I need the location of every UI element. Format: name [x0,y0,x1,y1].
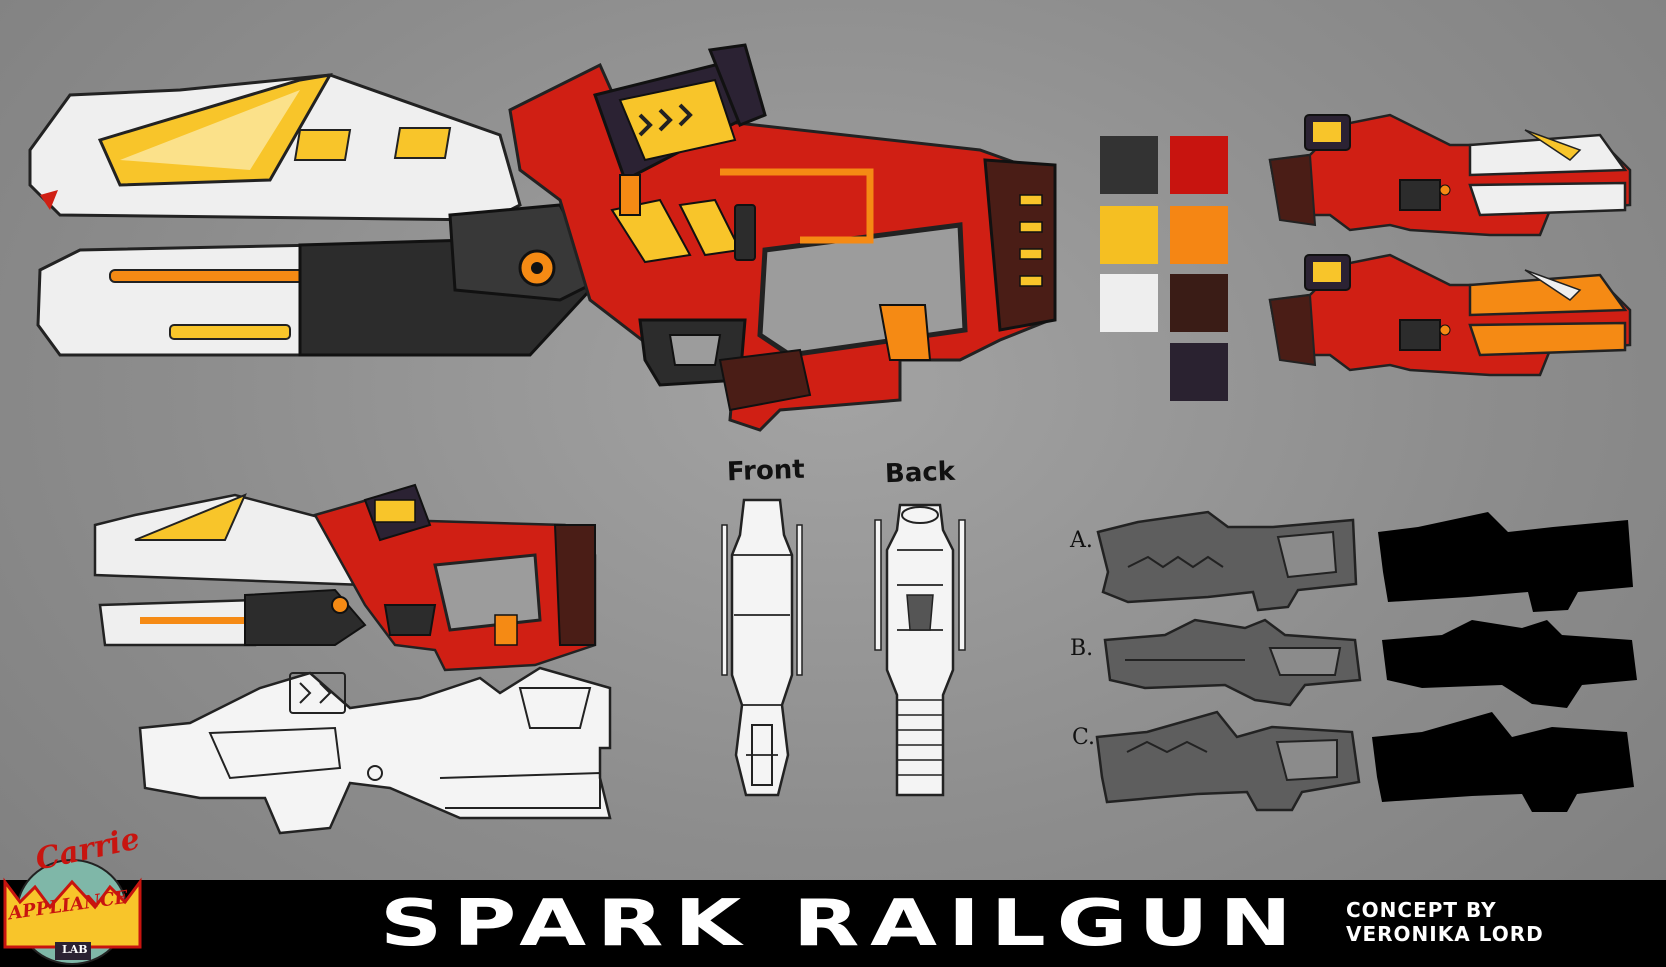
front-view-label: Front [726,454,806,488]
title-bar [0,880,1666,967]
silhouette-a-gray [1096,510,1358,612]
swatch-orange [1170,206,1228,264]
silhouette-c-gray [1095,710,1361,812]
silhouette-b-black [1382,620,1637,708]
swatch-dark-purple [1170,343,1228,401]
variant-label-b: B. [1070,636,1094,661]
silhouette-b-gray [1103,618,1362,707]
swatch-white [1100,274,1158,332]
swatch-charcoal [1100,136,1158,194]
lineart-side-view [138,666,612,835]
silhouette-a-black [1378,512,1633,612]
back-view-drawing [874,503,966,797]
logo-badge-shape [3,859,142,965]
front-view-drawing [721,498,803,797]
credit-line-1: CONCEPT BY [1346,898,1497,922]
page-title: SPARK RAILGUN [380,887,1303,961]
swatch-maroon [1170,274,1228,332]
logo-text-bottom: LAB [62,943,88,956]
color-variant-orange [1268,253,1632,377]
small-color-side-view [93,483,597,672]
variant-label-a: A. [1070,528,1093,553]
back-view-label: Back [884,456,956,490]
silhouette-c-black [1372,712,1634,812]
swatch-red [1170,136,1228,194]
swatch-yellow [1100,206,1158,264]
color-variant-white [1268,113,1632,237]
variant-label-c: C. [1072,725,1096,750]
credit-line-2: VERONIKA LORD [1346,922,1544,946]
